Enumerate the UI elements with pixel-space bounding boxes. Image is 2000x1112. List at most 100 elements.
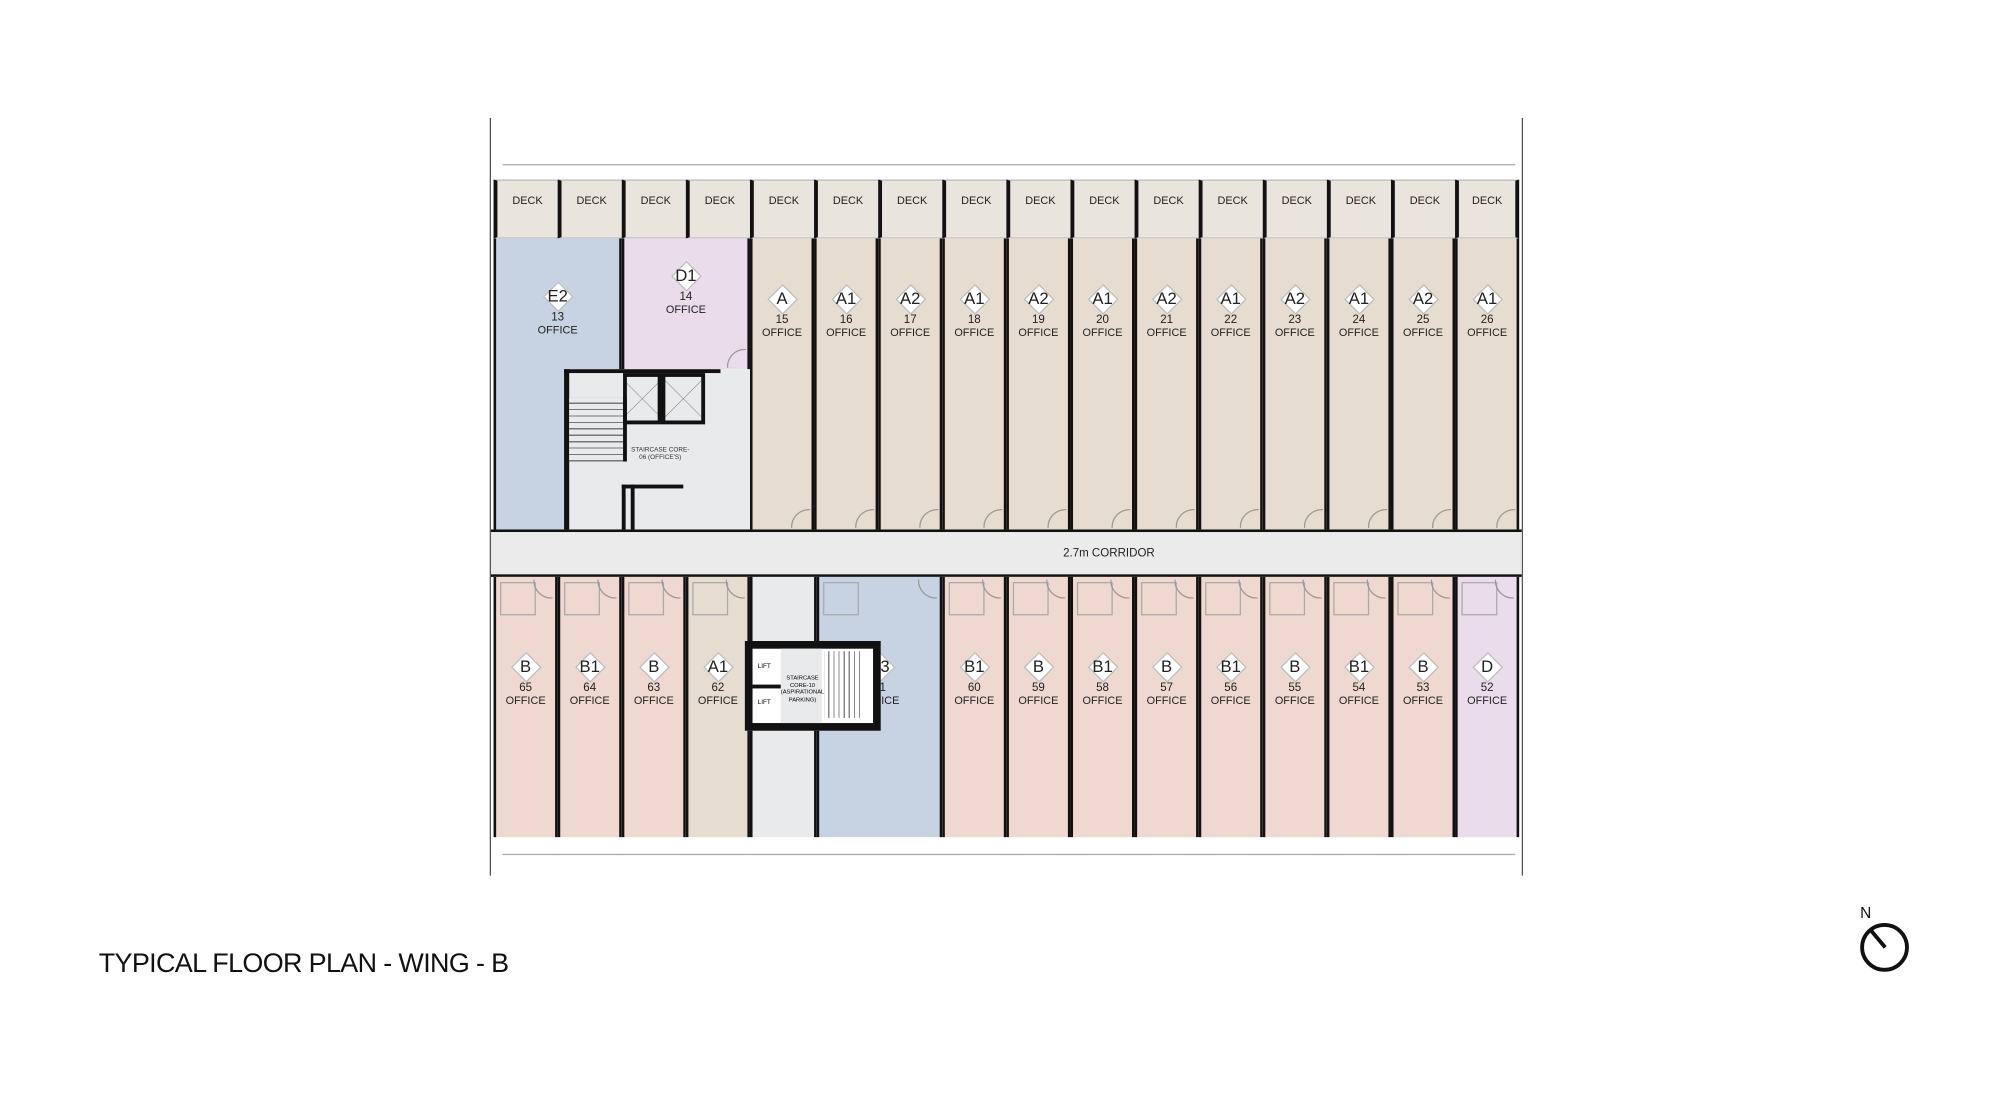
unit-number: 22 bbox=[1224, 312, 1238, 326]
unit-type: A1 bbox=[1348, 288, 1370, 308]
unit-type: B1 bbox=[964, 656, 985, 676]
door-swing-icon bbox=[661, 579, 681, 599]
unit-58[interactable]: B1 58 OFFICE bbox=[1070, 576, 1135, 838]
unit-type-diamond-icon: B1 bbox=[1345, 653, 1373, 681]
unit-type: A1 bbox=[1476, 288, 1498, 308]
unit-type: B bbox=[520, 656, 532, 676]
balcony-rail-bottom bbox=[502, 853, 1516, 856]
unit-26[interactable]: A1 26 OFFICE bbox=[1455, 238, 1520, 530]
unit-tag: B1 54 OFFICE bbox=[1320, 653, 1397, 706]
unit-use: OFFICE bbox=[762, 325, 802, 339]
unit-16[interactable]: A1 16 OFFICE bbox=[814, 238, 879, 530]
unit-56[interactable]: B1 56 OFFICE bbox=[1198, 576, 1263, 838]
unit-type-diamond-icon: A1 bbox=[1473, 285, 1501, 313]
unit-number: 54 bbox=[1352, 680, 1366, 694]
unit-type-diamond-icon: B1 bbox=[960, 653, 988, 681]
door-swing-icon bbox=[790, 508, 811, 529]
washroom-fixture-icon bbox=[1461, 582, 1498, 616]
unit-18[interactable]: A1 18 OFFICE bbox=[942, 238, 1007, 530]
unit-number: 58 bbox=[1096, 680, 1109, 694]
door-swing-icon bbox=[1494, 579, 1515, 599]
unit-tag: E2 13 OFFICE bbox=[519, 282, 596, 336]
unit-52[interactable]: D 52 OFFICE bbox=[1455, 576, 1520, 838]
unit-tag: D1 14 OFFICE bbox=[647, 262, 724, 315]
unit-20[interactable]: A1 20 OFFICE bbox=[1070, 238, 1135, 530]
staircase-core-bottom: LIFT LIFT STAIRCASE CORE-10 (ASPIRATIONA… bbox=[744, 641, 881, 731]
deck: DECK bbox=[1262, 179, 1327, 239]
unit-54[interactable]: B1 54 OFFICE bbox=[1326, 576, 1391, 838]
deck: DECK bbox=[1390, 179, 1456, 239]
unit-59[interactable]: B 59 OFFICE bbox=[1006, 576, 1071, 838]
unit-type-diamond-icon: A1 bbox=[1217, 285, 1245, 313]
unit-25[interactable]: A2 25 OFFICE bbox=[1390, 238, 1456, 530]
plan-boundary-left bbox=[489, 117, 492, 876]
unit-23[interactable]: A2 23 OFFICE bbox=[1262, 238, 1327, 530]
unit-number: 62 bbox=[711, 680, 725, 694]
unit-tag: B 59 OFFICE bbox=[1000, 653, 1077, 706]
unit-type: B bbox=[1032, 656, 1044, 676]
unit-21[interactable]: A2 21 OFFICE bbox=[1134, 238, 1199, 530]
corridor bbox=[491, 529, 1522, 577]
unit-number: 20 bbox=[1096, 312, 1109, 326]
unit-tag: A1 16 OFFICE bbox=[808, 285, 885, 338]
unit-number: 53 bbox=[1416, 680, 1430, 694]
unit-type-diamond-icon: A2 bbox=[1281, 285, 1309, 313]
unit-tag: B 53 OFFICE bbox=[1385, 653, 1462, 706]
unit-use: OFFICE bbox=[1274, 693, 1315, 707]
door-swing-icon bbox=[1366, 579, 1386, 599]
unit-type: B bbox=[1289, 656, 1301, 676]
unit-type-diamond-icon: A bbox=[768, 285, 796, 313]
unit-type-diamond-icon: B bbox=[1153, 653, 1181, 681]
unit-tag: A2 21 OFFICE bbox=[1128, 285, 1205, 338]
unit-63[interactable]: B 63 OFFICE bbox=[621, 576, 686, 838]
unit-17[interactable]: A2 17 OFFICE bbox=[878, 238, 943, 530]
unit-60[interactable]: B1 60 OFFICE bbox=[942, 576, 1007, 838]
unit-type: B1 bbox=[1092, 656, 1113, 676]
unit-55[interactable]: B 55 OFFICE bbox=[1262, 576, 1327, 838]
unit-type-diamond-icon: A2 bbox=[1153, 285, 1181, 313]
deck: DECK bbox=[493, 179, 558, 239]
unit-tag: B 65 OFFICE bbox=[487, 653, 564, 706]
unit-number: 63 bbox=[647, 680, 661, 694]
door-swing-icon bbox=[1431, 508, 1452, 529]
unit-type-diamond-icon: B bbox=[1281, 653, 1309, 681]
unit-tag: A1 24 OFFICE bbox=[1320, 285, 1397, 338]
unit-14[interactable]: D1 14 OFFICE bbox=[621, 238, 750, 370]
unit-19[interactable]: A2 19 OFFICE bbox=[1006, 238, 1071, 530]
unit-number: 59 bbox=[1031, 680, 1045, 694]
unit-use: OFFICE bbox=[1082, 325, 1123, 339]
deck: DECK bbox=[814, 179, 879, 239]
unit-number: 60 bbox=[967, 680, 981, 694]
unit-64[interactable]: B1 64 OFFICE bbox=[557, 576, 622, 838]
unit-24[interactable]: A1 24 OFFICE bbox=[1326, 238, 1391, 530]
unit-57[interactable]: B 57 OFFICE bbox=[1134, 576, 1199, 838]
door-swing-icon bbox=[1111, 508, 1131, 529]
unit-65[interactable]: B 65 OFFICE bbox=[493, 576, 558, 838]
unit-number: 25 bbox=[1416, 312, 1430, 326]
unit-62[interactable]: A1 62 OFFICE bbox=[685, 576, 750, 838]
unit-number: 52 bbox=[1480, 680, 1494, 694]
stair-flight bbox=[824, 651, 863, 718]
unit-type-diamond-icon: B1 bbox=[1088, 653, 1116, 681]
door-swing-icon bbox=[726, 348, 747, 368]
elevator-shaft bbox=[623, 373, 662, 425]
unit-type-diamond-icon: E2 bbox=[544, 282, 572, 310]
unit-number: 16 bbox=[839, 312, 853, 326]
unit-number: 57 bbox=[1160, 680, 1174, 694]
washroom-fixture-icon bbox=[499, 582, 536, 616]
deck: DECK bbox=[1326, 179, 1391, 239]
unit-22[interactable]: A1 22 OFFICE bbox=[1198, 238, 1263, 530]
unit-tag: A1 20 OFFICE bbox=[1064, 285, 1141, 339]
door-swing-icon bbox=[1367, 508, 1388, 529]
north-label: N bbox=[1860, 903, 1872, 922]
unit-type-diamond-icon: B1 bbox=[1217, 653, 1245, 681]
unit-53[interactable]: B 53 OFFICE bbox=[1390, 576, 1456, 838]
unit-15[interactable]: A 15 OFFICE bbox=[749, 238, 815, 530]
unit-number: 21 bbox=[1160, 312, 1174, 326]
unit-type: B1 bbox=[1220, 656, 1241, 676]
deck: DECK bbox=[1134, 179, 1199, 239]
unit-type-diamond-icon: A1 bbox=[832, 285, 860, 313]
unit-number: 19 bbox=[1031, 312, 1045, 326]
unit-number: 64 bbox=[583, 680, 597, 694]
